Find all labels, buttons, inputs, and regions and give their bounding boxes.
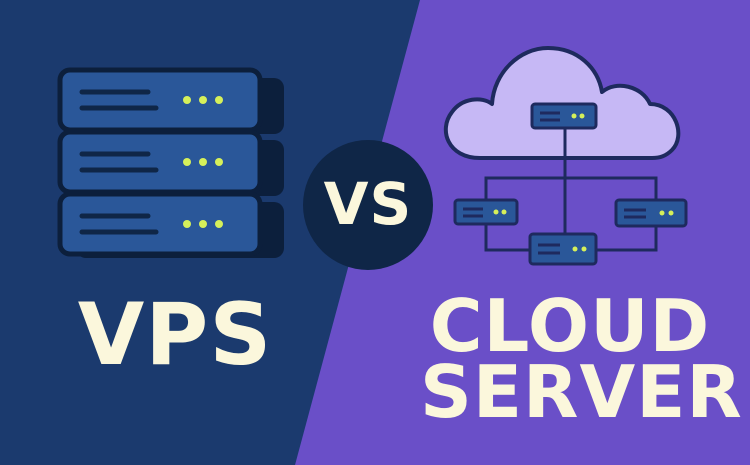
cloud-node-right	[614, 198, 688, 228]
cloud-title-line2: SERVER	[420, 350, 743, 434]
server-unit-bottom	[57, 191, 284, 258]
cloud-node-left	[453, 198, 519, 226]
server-unit-top	[57, 67, 284, 134]
cloud-title-line1: CLOUD	[429, 284, 711, 368]
vs-label: VS	[323, 170, 413, 238]
vs-badge: VS	[303, 140, 433, 270]
server-unit-middle	[57, 129, 284, 196]
cloud-node-top	[530, 102, 598, 130]
vps-title: VPS	[77, 285, 273, 385]
cloud-node-bottom	[528, 232, 598, 266]
